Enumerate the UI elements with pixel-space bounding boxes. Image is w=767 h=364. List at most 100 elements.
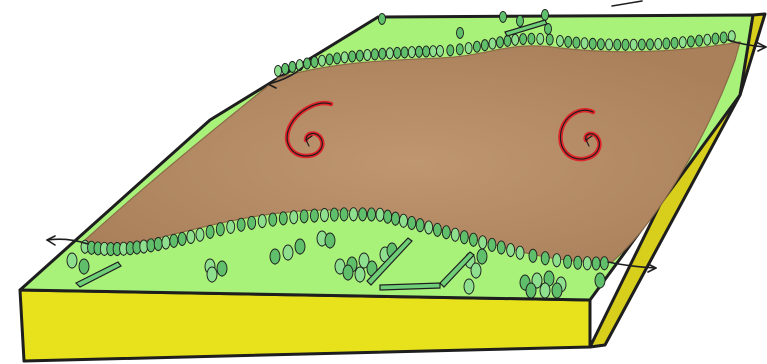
tree-icon	[178, 232, 186, 246]
tree-icon	[300, 210, 308, 224]
tree-icon	[589, 38, 596, 50]
tree-icon	[557, 35, 564, 47]
tree-icon	[248, 216, 256, 230]
tree-icon	[162, 236, 170, 250]
tree-icon	[386, 48, 393, 60]
tree-icon	[507, 244, 515, 258]
tree-icon	[371, 49, 378, 61]
tree-icon	[356, 50, 363, 62]
tree-icon	[147, 239, 155, 253]
tree-icon	[349, 51, 356, 63]
tree-icon	[310, 209, 318, 223]
tree-icon	[574, 256, 582, 270]
tree-icon	[479, 236, 487, 250]
tree-icon	[282, 63, 289, 75]
tree-icon	[488, 238, 496, 252]
tree-icon	[275, 65, 282, 77]
arrow-icon	[47, 236, 55, 245]
tree-icon	[614, 39, 621, 51]
tree-icon	[597, 39, 604, 51]
tree-icon	[471, 263, 481, 279]
tree-icon	[270, 249, 280, 265]
tree-icon	[376, 208, 384, 222]
tree-icon	[290, 211, 298, 225]
tree-icon	[311, 56, 318, 68]
tree-icon	[401, 47, 408, 59]
tree-icon	[207, 267, 217, 283]
tree-icon	[154, 238, 162, 252]
tree-icon	[364, 49, 371, 61]
tree-icon	[451, 228, 459, 242]
tree-icon	[655, 38, 662, 50]
tree-icon	[340, 208, 348, 222]
tree-icon	[399, 214, 407, 228]
tree-icon	[647, 39, 654, 51]
tree-icon	[237, 218, 245, 232]
tree-icon	[581, 38, 588, 50]
arrow-icon	[612, 1, 642, 6]
tree-icon	[606, 39, 613, 51]
tree-icon	[79, 259, 89, 275]
tree-icon	[379, 48, 386, 60]
tree-icon	[447, 45, 454, 57]
tree-icon	[526, 283, 536, 299]
tree-icon	[520, 34, 527, 46]
tree-icon	[630, 39, 637, 51]
tree-icon	[528, 33, 535, 45]
block-front-side	[20, 290, 590, 361]
tree-icon	[196, 228, 204, 242]
tree-icon	[497, 37, 504, 49]
tree-icon	[504, 35, 511, 47]
tree-icon	[416, 46, 423, 58]
tree-icon	[679, 37, 686, 49]
tree-icon	[330, 208, 338, 222]
tree-icon	[269, 213, 277, 227]
tree-icon	[573, 37, 580, 49]
tree-icon	[416, 219, 424, 233]
tree-icon	[696, 35, 703, 47]
tree-icon	[671, 37, 678, 49]
tree-icon	[469, 233, 477, 247]
tree-icon	[552, 283, 562, 299]
tree-icon	[464, 279, 474, 295]
tree-icon	[517, 15, 524, 27]
tree-icon	[206, 225, 214, 239]
tree-icon	[217, 261, 227, 277]
tree-icon	[473, 41, 480, 53]
tree-icon	[227, 220, 235, 234]
tree-icon	[537, 33, 544, 45]
tree-icon	[529, 249, 537, 263]
tree-icon	[720, 32, 727, 44]
tree-icon	[481, 40, 488, 52]
tree-icon	[622, 39, 629, 51]
tree-icon	[67, 253, 77, 269]
tree-icon	[325, 233, 335, 249]
tree-icon	[704, 34, 711, 46]
tree-icon	[318, 55, 325, 67]
tree-icon	[460, 231, 468, 245]
tree-icon	[437, 45, 444, 57]
tree-icon	[423, 46, 430, 58]
tree-icon	[367, 208, 375, 222]
tree-icon	[326, 54, 333, 66]
tree-icon	[687, 36, 694, 48]
tree-icon	[258, 215, 266, 229]
tree-icon	[442, 226, 450, 240]
tree-icon	[408, 47, 415, 59]
tree-icon	[553, 254, 561, 268]
tree-icon	[379, 13, 386, 25]
tree-icon	[457, 27, 464, 39]
tree-icon	[355, 267, 365, 283]
tree-icon	[600, 257, 608, 271]
tree-icon	[216, 223, 224, 237]
tree-icon	[583, 257, 591, 271]
tree-icon	[564, 255, 572, 269]
tree-icon	[343, 265, 353, 281]
tree-icon	[595, 273, 605, 289]
tree-icon	[592, 257, 600, 271]
tree-icon	[384, 210, 392, 224]
tree-icon	[304, 58, 311, 70]
tree-icon	[456, 44, 463, 56]
